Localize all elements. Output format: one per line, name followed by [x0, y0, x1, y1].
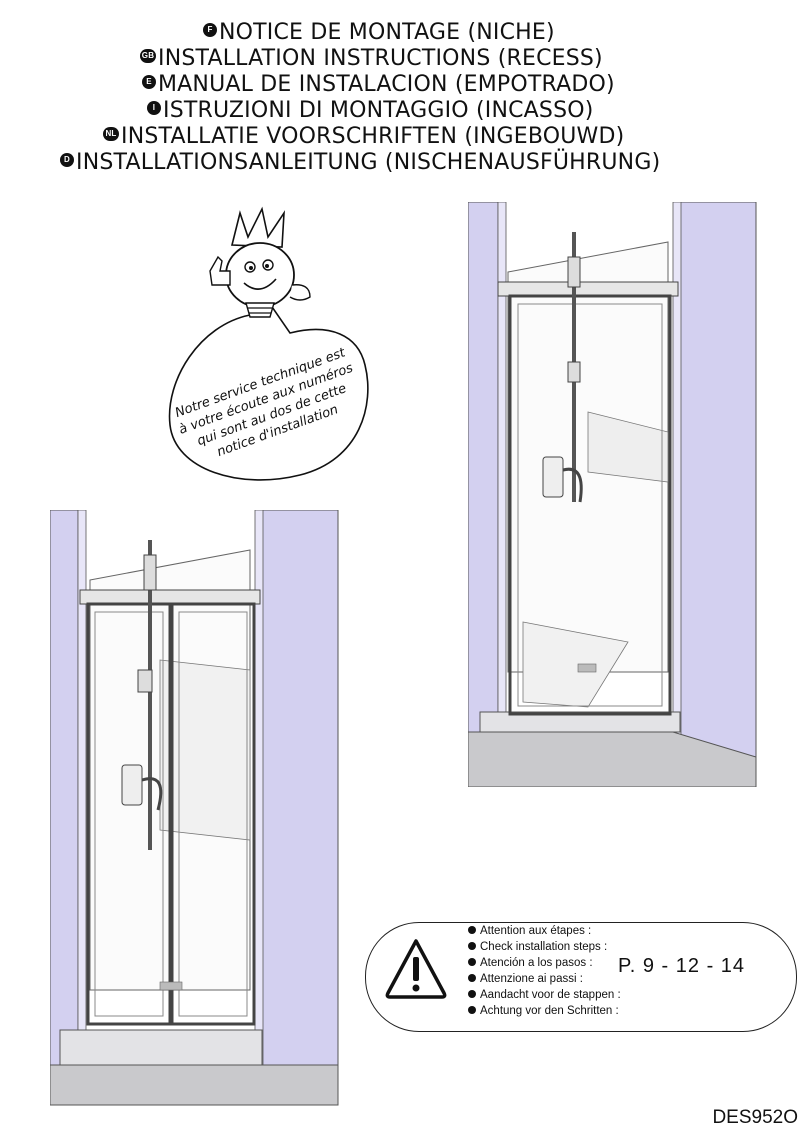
title-text-es: MANUAL DE INSTALACION (EMPOTRADO): [158, 72, 615, 97]
title-text-de: INSTALLATIONSANLEITUNG (NISCHENAUSFÜHRUN…: [76, 150, 661, 175]
title-text-gb: INSTALLATION INSTRUCTIONS (RECESS): [158, 46, 603, 71]
crown-icon: [230, 206, 285, 248]
step-line-nl: Aandacht voor de stappen :: [468, 989, 621, 1001]
lang-badge-gb: GB: [140, 49, 156, 63]
lightbulb-mascot-icon: [225, 242, 295, 308]
installation-steps-warning: Attention aux étapes : Check installatio…: [365, 922, 797, 1032]
lang-badge-fr: [468, 926, 476, 934]
lang-badge-de: [468, 1006, 476, 1014]
shower-bifold-door-illustration: [50, 510, 339, 1106]
step-line-fr: Attention aux étapes :: [468, 925, 591, 937]
step-line-gb: Check installation steps :: [468, 941, 607, 953]
lang-badge-es: [468, 958, 476, 966]
title-text-nl: INSTALLATIE VOORSCHRIFTEN (INGEBOUWD): [121, 124, 625, 149]
document-code: DES952O: [712, 1107, 798, 1128]
lang-badge-nl: [468, 990, 476, 998]
step-text-it: Attenzione ai passi :: [480, 973, 583, 985]
lang-badge-gb: [468, 942, 476, 950]
reference-pages: P. 9 - 12 - 14: [618, 955, 746, 977]
lang-badge-nl: NL: [103, 127, 119, 141]
lang-badge-it: I: [147, 101, 161, 115]
lang-badge-fr: F: [203, 23, 217, 37]
thumbs-up-icon: [209, 255, 231, 286]
speech-bubble: [168, 299, 369, 481]
step-text-fr: Attention aux étapes :: [480, 925, 592, 937]
step-line-it: Attenzione ai passi :: [468, 973, 583, 985]
warning-triangle-icon: [385, 939, 447, 999]
step-text-de: Achtung vor den Schritten :: [480, 1005, 619, 1017]
step-text-es: Atención a los pasos :: [480, 957, 593, 969]
step-text-gb: Check installation steps :: [480, 941, 608, 953]
step-line-de: Achtung vor den Schritten :: [468, 1005, 619, 1017]
title-text-fr: NOTICE DE MONTAGE (NICHE): [219, 20, 555, 45]
lang-badge-de: D: [60, 153, 74, 167]
lang-badge-it: [468, 974, 476, 982]
step-text-nl: Aandacht voor de stappen :: [480, 989, 621, 1001]
title-text-it: ISTRUZIONI DI MONTAGGIO (INCASSO): [163, 98, 594, 123]
mascot-bubble-illustration: Notre service technique est à votre écou…: [168, 206, 369, 481]
lang-badge-es: E: [142, 75, 156, 89]
shower-single-door-illustration: [468, 202, 757, 787]
step-line-es: Atención a los pasos :: [468, 957, 593, 969]
